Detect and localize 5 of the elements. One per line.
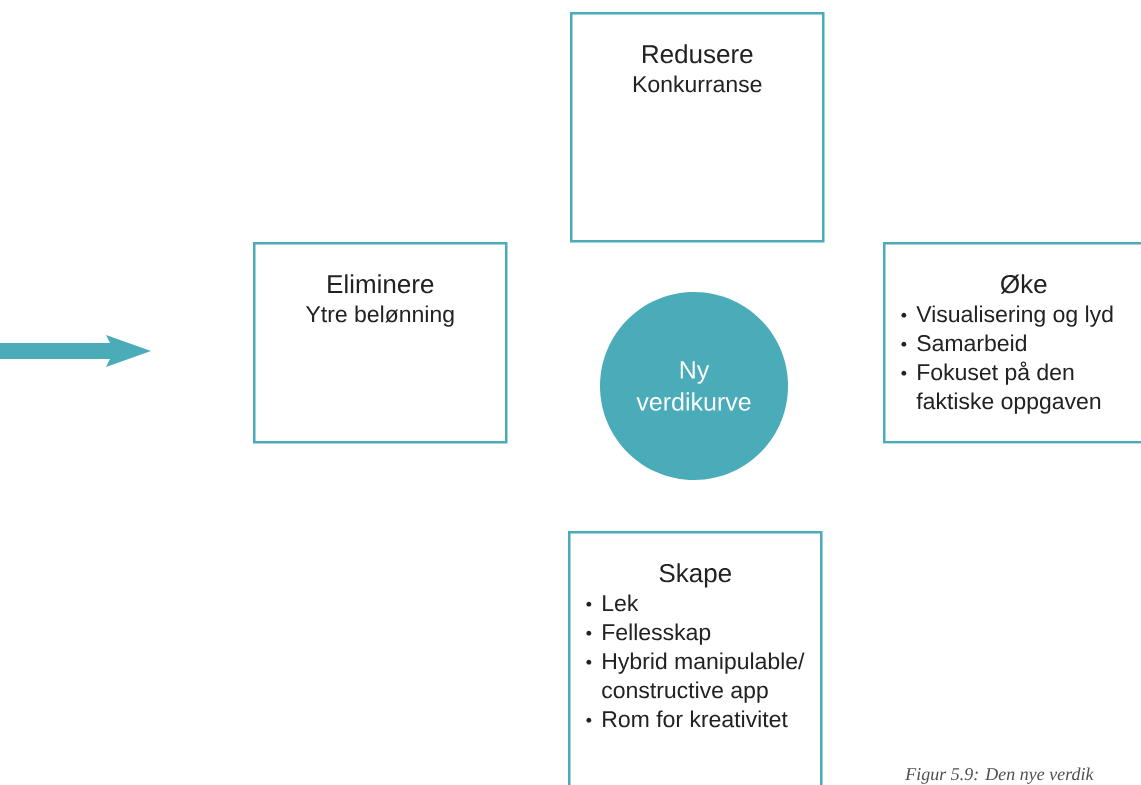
text-box: Skape Lek Fellesskap Hybrid manipulable/ constructive app Rom for kreativitet xyxy=(568,531,823,785)
caption: Figur 5.9: Den nye verdik xyxy=(905,767,1094,784)
text-box: Redusere Konkurranse xyxy=(570,12,825,243)
text-box: Eliminere Ytre belønning xyxy=(253,242,508,444)
text-box: Øke Visualisering og lyd Samarbeid Fokuset på den faktiske oppgaven xyxy=(883,242,1141,444)
